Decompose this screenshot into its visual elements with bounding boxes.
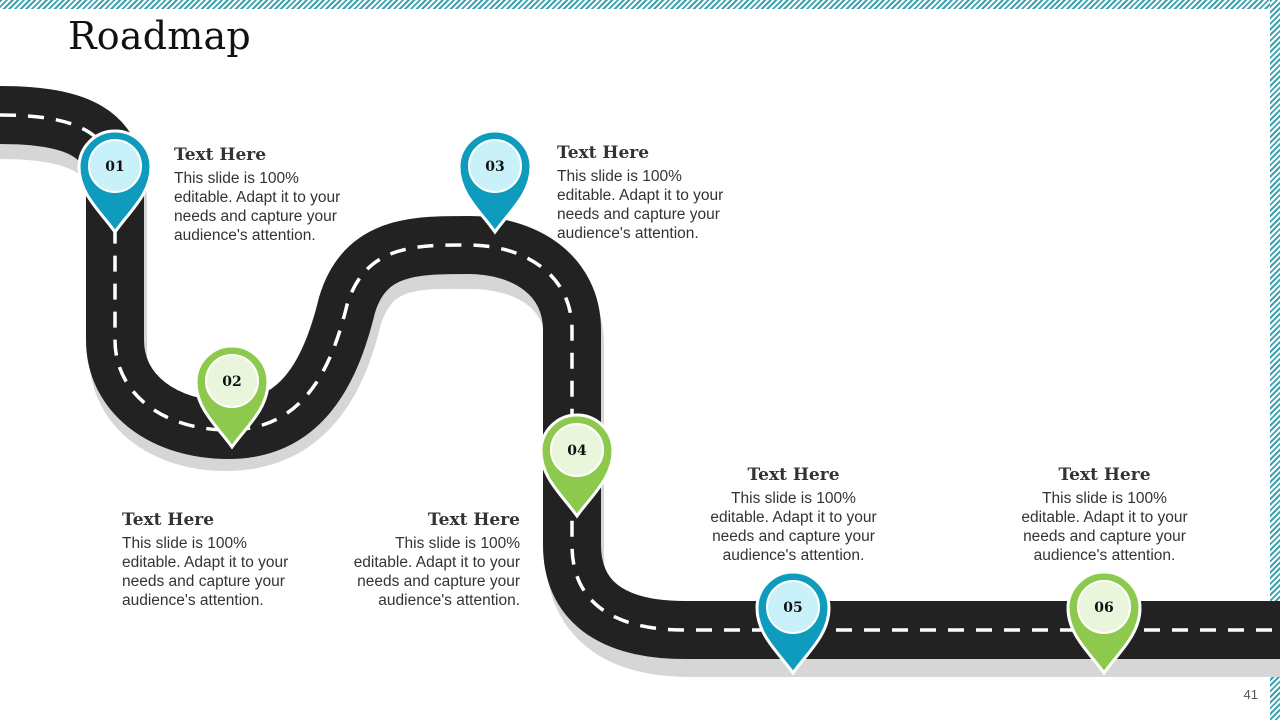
pin-number: 03 <box>485 159 504 175</box>
step-heading: Text Here <box>427 510 520 530</box>
step-heading: Text Here <box>557 143 650 163</box>
pin-02: 02 <box>194 344 270 450</box>
step-body: This slide is 100% editable. Adapt it to… <box>122 535 289 609</box>
step-heading: Text Here <box>174 145 267 165</box>
pin-04: 04 <box>539 413 615 519</box>
pin-06: 06 <box>1066 570 1142 676</box>
step-body: This slide is 100% editable. Adapt it to… <box>557 168 724 242</box>
step-3-text: Text Here This slide is 100% editable. A… <box>557 143 742 243</box>
pin-03: 03 <box>457 129 533 235</box>
page-title: Roadmap <box>68 14 251 58</box>
pin-number: 04 <box>567 443 587 459</box>
pin-05: 05 <box>755 570 831 676</box>
step-body: This slide is 100% editable. Adapt it to… <box>710 490 877 564</box>
step-heading: Text Here <box>1058 465 1151 485</box>
step-5-text: Text Here This slide is 100% editable. A… <box>701 465 886 565</box>
page-number: 41 <box>1243 687 1258 702</box>
step-2-text: Text Here This slide is 100% editable. A… <box>122 510 307 610</box>
step-4-text: Text Here This slide is 100% editable. A… <box>335 510 520 610</box>
step-heading: Text Here <box>122 510 215 530</box>
step-body: This slide is 100% editable. Adapt it to… <box>1021 490 1188 564</box>
pin-01: 01 <box>77 129 153 235</box>
top-border-stripe <box>0 0 1280 9</box>
step-body: This slide is 100% editable. Adapt it to… <box>353 535 520 609</box>
pin-number: 05 <box>783 600 802 616</box>
step-heading: Text Here <box>747 465 840 485</box>
step-body: This slide is 100% editable. Adapt it to… <box>174 170 341 244</box>
right-border-stripe <box>1270 0 1280 720</box>
pin-number: 01 <box>105 159 124 175</box>
step-1-text: Text Here This slide is 100% editable. A… <box>174 145 359 245</box>
road-center-line <box>0 113 1280 632</box>
pin-number: 02 <box>222 374 241 390</box>
step-6-text: Text Here This slide is 100% editable. A… <box>1012 465 1197 565</box>
pin-number: 06 <box>1094 600 1113 616</box>
